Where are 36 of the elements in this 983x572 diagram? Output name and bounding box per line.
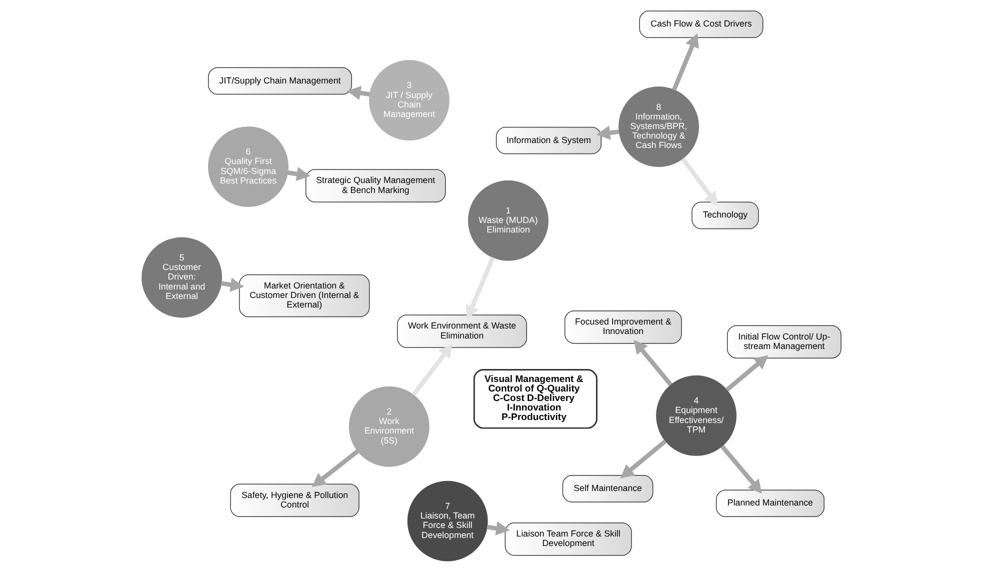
node-box: Planned Maintenance	[716, 490, 824, 518]
arrow	[486, 521, 510, 536]
node-box: Cash Flow & Cost Drivers	[639, 10, 764, 38]
node-box: Liaison Team Force & Skill Development	[504, 522, 632, 556]
node-box: Self Maintenance	[562, 475, 654, 502]
node-circle: 2 Work Environment (5S)	[348, 386, 430, 467]
node-circle: 8 Information, Systems/BPR, Technology & Cash Flows	[618, 86, 699, 167]
arrow	[680, 157, 718, 206]
node-circle: 3 JIT / Supply Chain Management	[368, 60, 450, 140]
arrow	[312, 449, 360, 487]
arrow	[412, 344, 452, 396]
arrow	[634, 340, 672, 386]
node-box: Safety, Hygiene & Pollution Control	[230, 484, 360, 518]
arrow	[726, 355, 768, 392]
node-box: Focused Improvement & Innovation	[564, 310, 682, 344]
arrow	[346, 86, 370, 100]
node-circle: 1 Waste (MUDA) Elimination	[468, 180, 548, 261]
arrow	[620, 440, 667, 478]
arrow	[596, 126, 620, 140]
node-box: JIT/Supply Chain Management	[208, 67, 352, 95]
arrow	[672, 33, 699, 91]
node-circle: 5 Customer Driven: Internal and External	[142, 237, 222, 318]
arrow	[288, 166, 310, 182]
node-circle: 4 Equipment Effectiveness/ TPM	[656, 375, 737, 456]
arrow	[466, 256, 495, 320]
node-circle: 6 Quality First SQM/6-Sigma Best Practices	[208, 126, 288, 207]
node-circle: 7 Liaison, Team Force & Skill Development	[407, 480, 488, 562]
node-box: Strategic Quality Management & Bench Marking	[306, 169, 446, 202]
node-box: Visual Management & Control of Q-Quality C-Cost D-Delivery I-Innovation P-Productivity	[473, 369, 598, 429]
node-box: Work Environment & Waste Elimination	[397, 314, 527, 348]
node-box: Technology	[692, 202, 759, 230]
node-box: Information & System	[496, 126, 602, 154]
arrow	[220, 278, 244, 292]
node-box: Initial Flow Control/ Up-stream Management	[726, 325, 842, 358]
arrow	[720, 444, 762, 494]
node-box: Market Orientation & Customer Driven (Internal & External)	[239, 274, 370, 318]
